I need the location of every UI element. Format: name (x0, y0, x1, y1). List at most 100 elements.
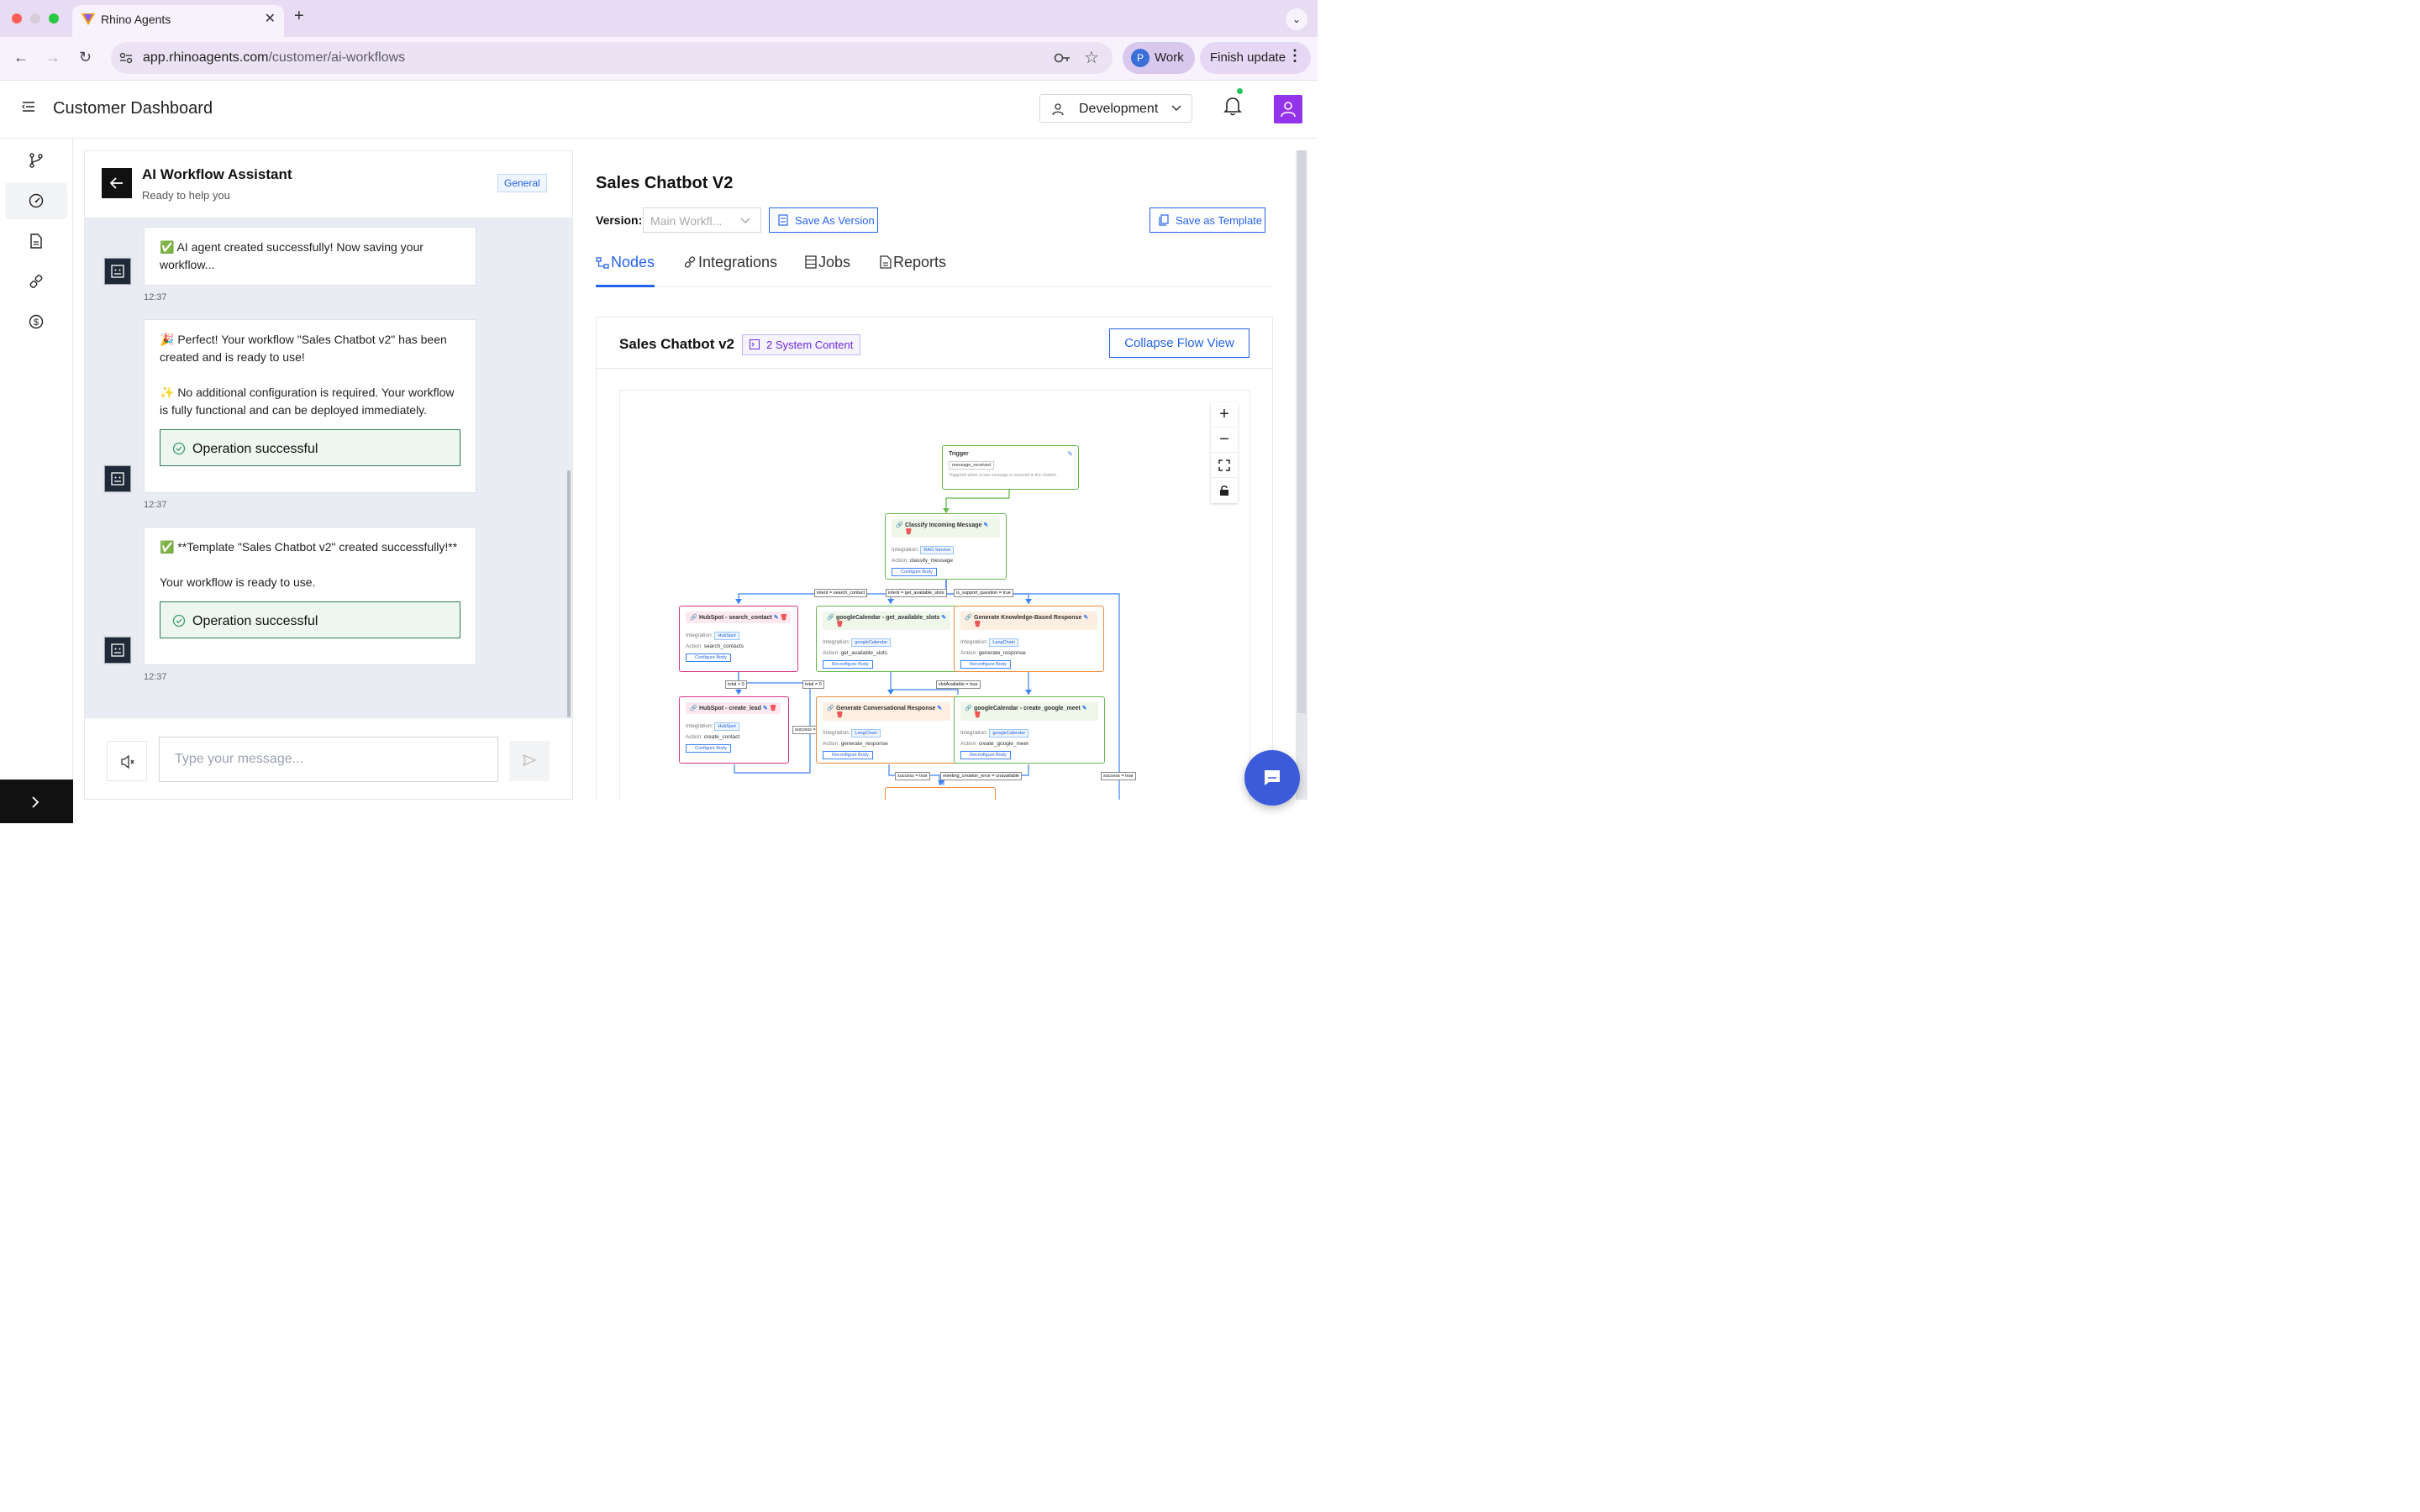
tab-integrations[interactable]: Integrations (683, 254, 777, 287)
node-integration: Integration: googleCalendar (823, 638, 950, 647)
success-banner: Operation successful (160, 429, 460, 466)
flow-node[interactable]: 🔗HubSpot - create_lead ✎ 🗑 Integration: … (679, 696, 789, 764)
node-header: 🔗HubSpot - create_lead ✎ 🗑 (686, 702, 781, 714)
key-icon[interactable] (1054, 51, 1071, 65)
user-icon (1281, 102, 1296, 118)
node-header: 🔗Generate Conversational Response ✎ 🗑 (823, 702, 950, 721)
fit-view-button[interactable] (1211, 453, 1238, 478)
tab-reports[interactable]: Reports (880, 254, 946, 287)
new-tab-button[interactable]: + (294, 7, 304, 25)
zoom-out-button[interactable]: − (1211, 428, 1238, 453)
reload-icon[interactable]: ↻ (79, 49, 92, 66)
configure-body-button[interactable]: Configure Body (686, 654, 731, 662)
support-chat-button[interactable] (1244, 750, 1300, 806)
flow-node-partial[interactable] (885, 787, 996, 800)
menu-toggle-icon[interactable] (22, 101, 35, 113)
more-menu-icon[interactable]: ⋮ (1287, 47, 1302, 64)
back-icon[interactable]: ← (13, 49, 29, 66)
send-icon (522, 753, 537, 766)
sidebar-item-integrations[interactable] (5, 263, 67, 300)
workflow-tabs: Nodes Integrations Jobs Reports (596, 247, 1273, 287)
tab-nodes[interactable]: Nodes (596, 254, 655, 287)
voice-toggle-button[interactable] (107, 741, 147, 781)
document-icon (30, 234, 42, 249)
sidebar-item-dashboard[interactable] (5, 182, 67, 219)
sidebar-item-billing[interactable]: $ (5, 303, 67, 340)
flow-node[interactable]: 🔗googleCalendar - get_available_slots ✎ … (816, 606, 957, 672)
flow-canvas[interactable]: intent = search_contact intent = get_ava… (619, 390, 1250, 800)
speaker-icon (121, 754, 134, 769)
zoom-in-button[interactable]: + (1211, 402, 1238, 428)
browser-tab[interactable]: Rhino Agents ✕ (72, 5, 284, 37)
edge-label: total = 0 (802, 680, 824, 689)
environment-value: Development (1079, 102, 1159, 116)
jobs-icon (805, 255, 817, 269)
system-content-label: 2 System Content (766, 339, 854, 351)
edit-icon[interactable]: ✎ (1067, 450, 1073, 458)
sidebar-item-workflows[interactable] (5, 142, 67, 179)
version-select[interactable]: Main Workfl... (643, 207, 761, 233)
forward-icon[interactable]: → (45, 49, 60, 66)
address-bar[interactable]: app.rhinoagents.com/customer/ai-workflow… (111, 42, 1113, 74)
bookmark-star-icon[interactable]: ☆ (1084, 49, 1099, 67)
check-circle-icon (172, 442, 186, 455)
node-header: 🔗googleCalendar - create_google_meet ✎ 🗑 (960, 702, 1098, 721)
save-as-template-button[interactable]: Save as Template (1150, 207, 1265, 233)
save-as-version-button[interactable]: Save As Version (769, 207, 878, 233)
bot-avatar (104, 465, 131, 492)
node-action: Action: generate_response (960, 650, 1026, 656)
configure-body-button[interactable]: Configure Body (686, 744, 731, 753)
site-settings-icon[interactable] (119, 52, 133, 64)
chevron-right-icon (32, 796, 39, 808)
reconfigure-body-button[interactable]: Reconfigure Body (960, 660, 1011, 669)
sidebar-item-documents[interactable] (5, 223, 67, 260)
chat-header: AI Workflow Assistant Ready to help you … (85, 151, 572, 218)
reconfigure-body-button[interactable]: Reconfigure Body (823, 660, 873, 669)
flow-node[interactable]: 🔗HubSpot - search_contact ✎ 🗑 Integratio… (679, 606, 798, 672)
bell-icon[interactable] (1223, 96, 1242, 116)
flow-node[interactable]: 🔗Generate Knowledge-Based Response ✎ 🗑 I… (954, 606, 1104, 672)
flow-node-trigger[interactable]: Trigger ✎ message_received Triggered whe… (942, 445, 1079, 490)
chat-scrollbar[interactable] (567, 470, 571, 717)
chevron-down-icon (1171, 105, 1181, 112)
minimize-window-button[interactable] (30, 13, 40, 24)
send-button[interactable] (509, 741, 550, 781)
reconfigure-body-button[interactable]: Reconfigure Body (823, 751, 873, 759)
link-icon: 🔗 (690, 706, 697, 711)
close-tab-icon[interactable]: ✕ (264, 12, 276, 26)
finish-update-label: Finish update (1210, 50, 1286, 65)
chat-message: 🎉 Perfect! Your workflow "Sales Chatbot … (144, 319, 476, 493)
user-avatar-button[interactable] (1274, 95, 1302, 123)
lock-view-button[interactable] (1211, 478, 1238, 503)
flow-node[interactable]: 🔗Generate Conversational Response ✎ 🗑 In… (816, 696, 957, 764)
system-content-badge[interactable]: 2 System Content (742, 334, 861, 355)
configure-body-button[interactable]: Configure Body (892, 568, 937, 576)
finish-update-button[interactable]: Finish update ⋮ (1200, 42, 1311, 74)
link-icon: 🔗 (896, 522, 903, 528)
message-input[interactable] (159, 737, 498, 782)
node-integration: Integration: HubSpot (686, 722, 782, 731)
close-window-button[interactable] (12, 13, 22, 24)
edge-label: slotAvailable = true (936, 680, 981, 689)
workflow-title: Sales Chatbot V2 (596, 174, 734, 192)
tab-search-icon[interactable]: ⌄ (1286, 8, 1307, 30)
flow-node[interactable]: 🔗googleCalendar - create_google_meet ✎ 🗑… (954, 696, 1105, 764)
workflow-scrollbar[interactable] (1296, 150, 1307, 800)
copy-icon (1159, 214, 1169, 226)
tab-jobs[interactable]: Jobs (805, 254, 850, 287)
flow-node[interactable]: 🔗Classify Incoming Message ✎ 🗑 Integrati… (885, 513, 1007, 580)
nodes-icon (596, 257, 609, 269)
profile-button[interactable]: P Work (1123, 42, 1195, 74)
tab-reports-label: Reports (893, 254, 947, 270)
bot-icon (111, 643, 124, 657)
notification-dot (1237, 88, 1243, 94)
back-button[interactable] (102, 168, 132, 198)
environment-select[interactable]: Development (1039, 94, 1192, 123)
reconfigure-body-button[interactable]: Reconfigure Body (960, 751, 1011, 759)
maximize-window-button[interactable] (49, 13, 59, 24)
sidebar: $ (0, 139, 73, 823)
collapse-flow-button[interactable]: Collapse Flow View (1109, 328, 1249, 358)
chat-subtitle: Ready to help you (142, 189, 230, 202)
sidebar-expand-button[interactable] (0, 780, 73, 823)
node-header: 🔗googleCalendar - get_available_slots ✎ … (823, 612, 950, 630)
